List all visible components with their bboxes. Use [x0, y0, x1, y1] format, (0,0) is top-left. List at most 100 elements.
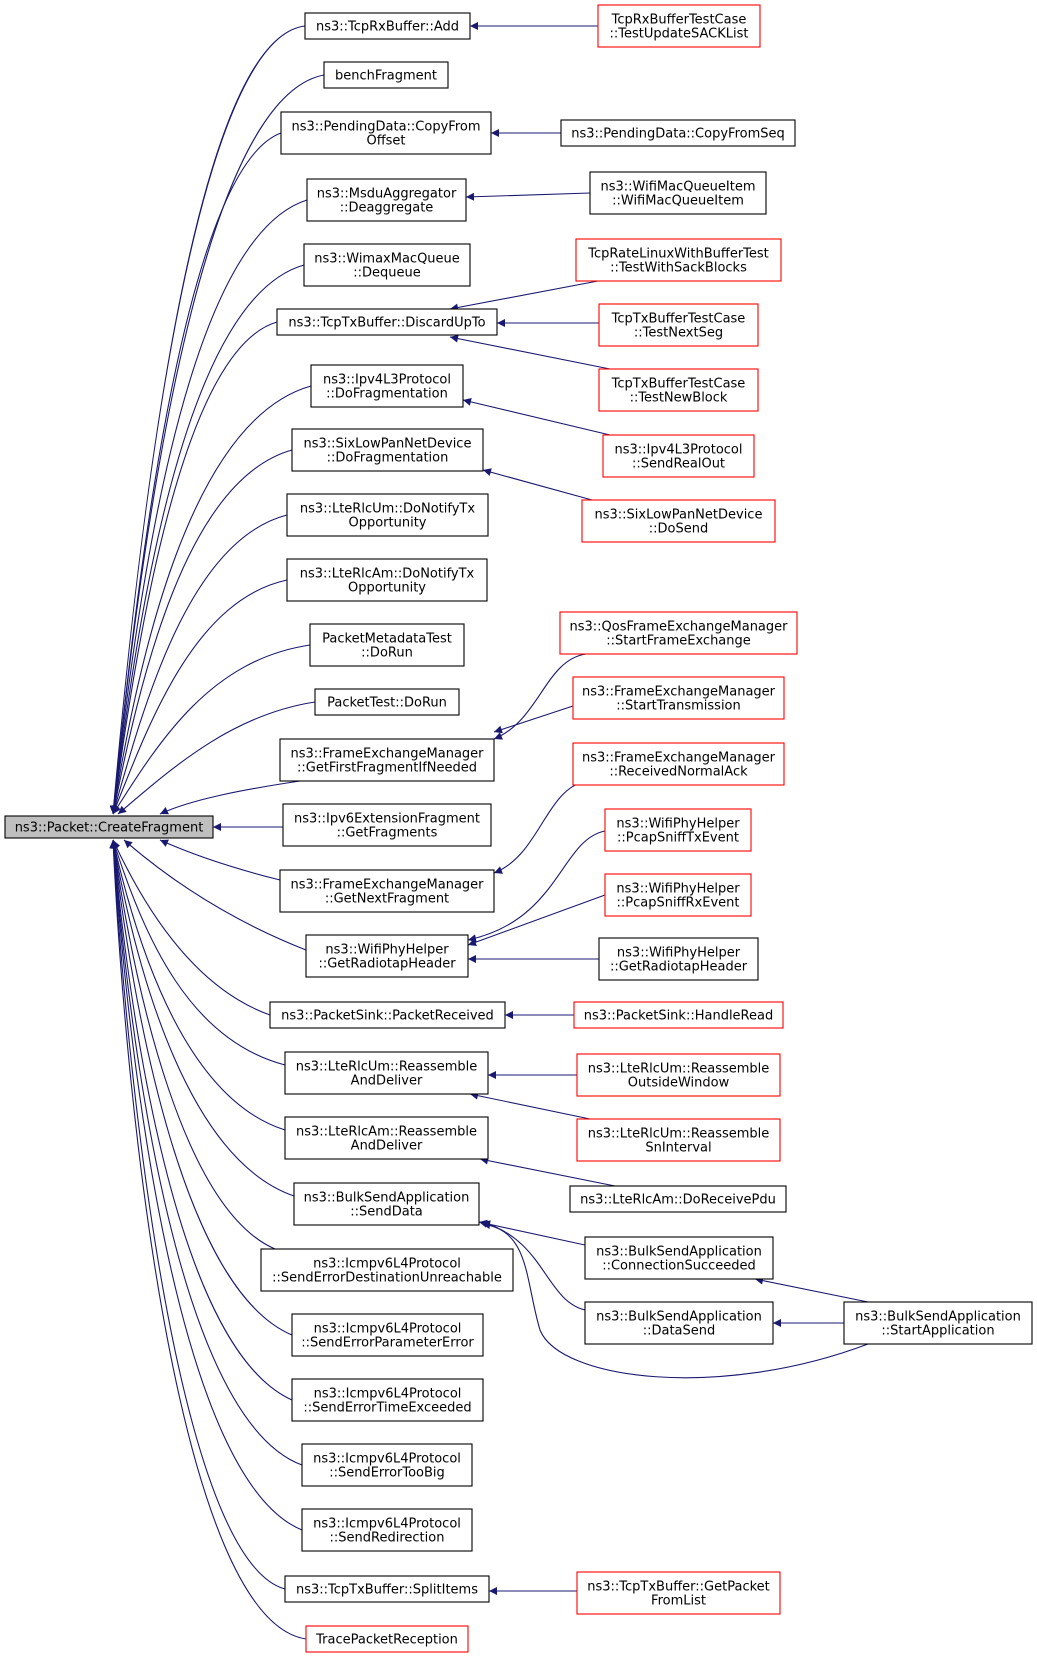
node-label: TcpTxBufferTestCase	[611, 312, 746, 327]
node-label: ns3::LteRlcUm::Reassemble	[588, 1062, 770, 1077]
node-qosfem_start[interactable]: ns3::QosFrameExchangeManager::StartFrame…	[559, 611, 798, 655]
node-label: ::DoRun	[361, 646, 413, 661]
node-bulk_datasend[interactable]: ns3::BulkSendApplication::DataSend	[584, 1301, 774, 1345]
node-label: ::SendErrorTimeExceeded	[303, 1401, 471, 1416]
node-pkttest_dorun[interactable]: PacketTest::DoRun	[314, 688, 460, 716]
node-sixlow_dosend[interactable]: ns3::SixLowPanNetDevice::DoSend	[581, 499, 776, 543]
node-label: ns3::LteRlcAm::Reassemble	[296, 1125, 477, 1140]
node-label: ns3::LteRlcAm::DoReceivePdu	[580, 1193, 776, 1208]
node-label: Opportunity	[348, 581, 426, 596]
node-box	[576, 1053, 781, 1097]
node-wifiphy_sniff_tx[interactable]: ns3::WifiPhyHelper::PcapSniffTxEvent	[604, 808, 752, 852]
node-icmp_time[interactable]: ns3::Icmpv6L4Protocol::SendErrorTimeExce…	[291, 1378, 484, 1422]
node-tcptx_discard[interactable]: ns3::TcpTxBuffer::DiscardUpTo	[276, 308, 498, 336]
edge-bulk_senddata-to-root	[110, 839, 295, 1197]
edge-bulk_connsucc-to-bulk_senddata	[478, 1219, 586, 1246]
node-label: ns3::SixLowPanNetDevice	[304, 437, 472, 452]
node-box	[276, 308, 498, 336]
node-pktsink_recv[interactable]: ns3::PacketSink::PacketReceived	[269, 1001, 506, 1029]
node-wifiphy_getradiotap[interactable]: ns3::WifiPhyHelper::GetRadiotapHeader	[305, 934, 469, 978]
root-node[interactable]: ns3::Packet::CreateFragment	[4, 815, 214, 839]
node-box	[291, 1378, 484, 1422]
node-box	[843, 1301, 1033, 1345]
node-tcptx_nextseg[interactable]: TcpTxBufferTestCase::TestNextSeg	[598, 303, 759, 347]
node-tcptx_newblock[interactable]: TcpTxBufferTestCase::TestNewBlock	[598, 368, 759, 412]
node-wifiphy_sniff_rx[interactable]: ns3::WifiPhyHelper::PcapSniffRxEvent	[604, 873, 752, 917]
node-label: ::GetFirstFragmentIfNeeded	[297, 761, 477, 776]
node-fem_getfirst[interactable]: ns3::FrameExchangeManager::GetFirstFragm…	[279, 738, 495, 782]
node-box	[286, 558, 488, 602]
node-label: ns3::TcpTxBuffer::GetPacket	[587, 1580, 770, 1595]
edge-tcptx_split-to-root	[109, 839, 286, 1590]
node-fem_starttx[interactable]: ns3::FrameExchangeManager::StartTransmis…	[572, 676, 785, 720]
node-box	[573, 1001, 784, 1029]
node-sixlow_dofrag[interactable]: ns3::SixLowPanNetDevice::DoFragmentation	[291, 428, 484, 472]
node-pmdtest_dorun[interactable]: PacketMetadataTest::DoRun	[309, 623, 465, 667]
node-lterlcam_doreceive[interactable]: ns3::LteRlcAm::DoReceivePdu	[569, 1185, 787, 1213]
node-msdu_deagg[interactable]: ns3::MsduAggregator::Deaggregate	[306, 178, 467, 222]
node-label: ::DoFragmentation	[327, 451, 449, 466]
node-tcprx_add[interactable]: ns3::TcpRxBuffer::Add	[304, 12, 471, 40]
node-ipv4_dofrag[interactable]: ns3::Ipv4L3Protocol::DoFragmentation	[310, 364, 464, 408]
node-bulk_startapp[interactable]: ns3::BulkSendApplication::StartApplicati…	[843, 1301, 1033, 1345]
node-icmp_redirect[interactable]: ns3::Icmpv6L4Protocol::SendRedirection	[301, 1508, 473, 1552]
node-tcprate_sack[interactable]: TcpRateLinuxWithBufferTest::TestWithSack…	[575, 238, 782, 282]
node-label: ::PcapSniffRxEvent	[617, 896, 740, 911]
node-tcprx_test_sack[interactable]: TcpRxBufferTestCase::TestUpdateSACKList	[597, 4, 761, 48]
edge-ipv4_dofrag-to-root	[110, 385, 312, 815]
edge-msdu_deagg-to-root	[109, 199, 308, 815]
edge-sixlow_dosend-to-sixlow_dofrag	[482, 468, 593, 501]
node-label: ::GetRadiotapHeader	[318, 957, 456, 972]
node-box	[584, 1301, 774, 1345]
node-box	[560, 119, 796, 147]
node-label: ::SendRealOut	[632, 457, 725, 472]
node-label: ns3::Ipv4L3Protocol	[323, 373, 451, 388]
node-box	[305, 934, 469, 978]
node-label: ns3::LteRlcUm::Reassemble	[296, 1060, 478, 1075]
node-tcptx_split[interactable]: ns3::TcpTxBuffer::SplitItems	[284, 1575, 490, 1603]
node-box	[305, 1625, 469, 1653]
edge-bulk_startapp-to-bulk_connsucc	[754, 1276, 869, 1303]
node-wimax_deq[interactable]: ns3::WimaxMacQueue::Dequeue	[303, 243, 471, 287]
node-icmp_param[interactable]: ns3::Icmpv6L4Protocol::SendErrorParamete…	[291, 1313, 484, 1357]
node-label: ns3::WifiPhyHelper	[617, 946, 741, 961]
edge-trace_recv-to-root	[109, 839, 307, 1640]
node-icmp_toobig[interactable]: ns3::Icmpv6L4Protocol::SendErrorTooBig	[301, 1443, 473, 1487]
node-trace_recv[interactable]: TracePacketReception	[305, 1625, 469, 1653]
node-label: ::GetFragments	[337, 826, 438, 841]
node-wifiphy_getradiotap2[interactable]: ns3::WifiPhyHelper::GetRadiotapHeader	[598, 937, 759, 981]
node-label: ns3::Packet::CreateFragment	[15, 821, 204, 836]
node-pending_copyseq[interactable]: ns3::PendingData::CopyFromSeq	[560, 119, 796, 147]
node-label: ::TestUpdateSACKList	[610, 27, 749, 42]
node-box	[598, 368, 759, 412]
edge-pending_copy-to-root	[109, 132, 282, 815]
node-label: ::SendData	[350, 1205, 423, 1220]
node-label: ::TestNextSeg	[634, 326, 723, 341]
node-pktsink_handleread[interactable]: ns3::PacketSink::HandleRead	[573, 1001, 784, 1029]
node-label: ns3::LteRlcAm::DoNotifyTx	[300, 567, 475, 582]
node-box	[309, 623, 465, 667]
node-label: ::GetRadiotapHeader	[610, 960, 748, 975]
node-wifimacqueueitem[interactable]: ns3::WifiMacQueueItem::WifiMacQueueItem	[589, 171, 767, 215]
node-fem_getnext[interactable]: ns3::FrameExchangeManager::GetNextFragme…	[279, 869, 495, 913]
node-benchfrag[interactable]: benchFragment	[323, 61, 449, 89]
node-label: ::DataSend	[643, 1324, 716, 1339]
node-bulk_connsucc[interactable]: ns3::BulkSendApplication::ConnectionSucc…	[584, 1236, 774, 1280]
node-bulk_senddata[interactable]: ns3::BulkSendApplication::SendData	[293, 1182, 480, 1226]
node-box	[306, 178, 467, 222]
node-ipv6ext_getfrags[interactable]: ns3::Ipv6ExtensionFragment::GetFragments	[282, 803, 492, 847]
edge-tcprx_add-to-root	[109, 25, 306, 815]
node-label: ns3::Icmpv6L4Protocol	[313, 1257, 461, 1272]
node-ipv4_sendrealout[interactable]: ns3::Ipv4L3Protocol::SendRealOut	[602, 434, 755, 478]
node-icmp_unreach[interactable]: ns3::Icmpv6L4Protocol::SendErrorDestinat…	[260, 1248, 514, 1292]
node-fem_recvack[interactable]: ns3::FrameExchangeManager::ReceivedNorma…	[572, 742, 785, 786]
node-label: ns3::TcpRxBuffer::Add	[316, 20, 459, 35]
